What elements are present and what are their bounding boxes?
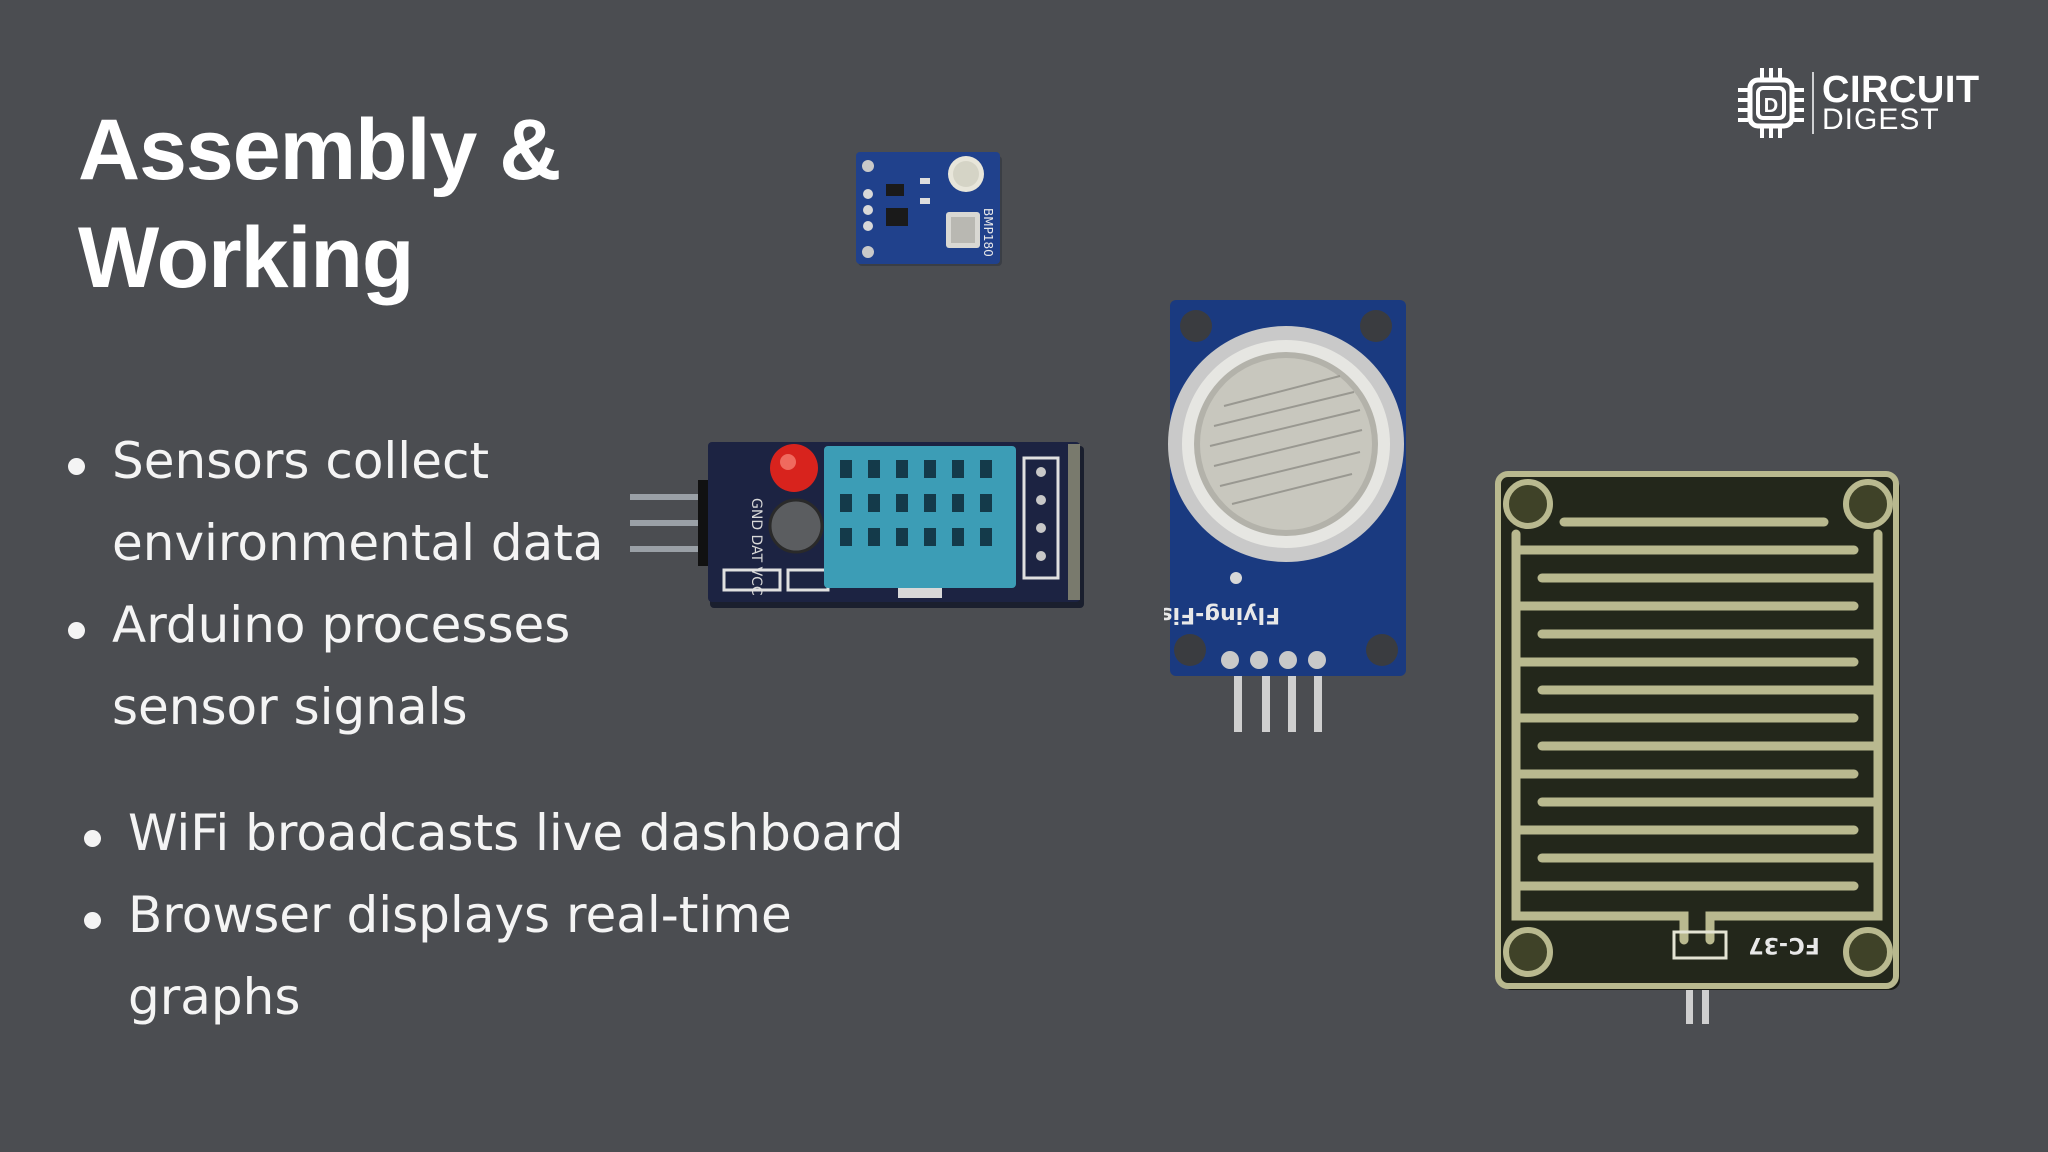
pressure-sensor-image: BMP180 <box>856 152 1002 266</box>
logo-text-circuit: CIRCUIT <box>1822 69 1980 111</box>
chip-icon: D <box>1738 68 1804 138</box>
logo-divider <box>1812 72 1814 134</box>
circuit-digest-logo: D CIRCUIT DIGEST <box>1736 66 1986 140</box>
bullet-text: WiFi broadcasts live dashboard <box>128 804 904 862</box>
bullet-dot-icon <box>68 622 85 639</box>
bullet-text: Browser displays real-time graphs <box>128 886 792 1026</box>
bullet-text: Sensors collect environmental data <box>112 432 604 572</box>
rain-sensor-image: FC-37 <box>1495 471 1900 1024</box>
svg-text:GND DAT VCC: GND DAT VCC <box>748 498 764 596</box>
svg-text:D: D <box>1764 95 1778 117</box>
dht-sensor-image: GND DAT VCC <box>630 442 1084 608</box>
bullet-item: Arduino processes sensor signals <box>68 584 632 748</box>
bullet-list-2: WiFi broadcasts live dashboard Browser d… <box>84 792 928 1038</box>
bullet-item: Sensors collect environmental data <box>68 420 632 584</box>
bullet-dot-icon <box>84 830 101 847</box>
bullet-text: Arduino processes sensor signals <box>112 596 571 736</box>
logo-text-digest: DIGEST <box>1822 103 1940 136</box>
bullet-item: Browser displays real-time graphs <box>84 874 928 1038</box>
gas-sensor-image: Flying-Fish <box>1164 300 1406 732</box>
rain-sensor-label: FC-37 <box>1748 932 1819 957</box>
pressure-sensor-label: BMP180 <box>981 208 995 257</box>
gas-sensor-label: Flying-Fish <box>1164 602 1280 627</box>
bullet-item: WiFi broadcasts live dashboard <box>84 792 928 874</box>
title-line-1: Assembly & <box>78 102 561 198</box>
slide-title: Assembly & Working <box>78 96 561 312</box>
bullet-list-1: Sensors collect environmental data Ardui… <box>68 420 632 748</box>
title-line-2: Working <box>78 210 414 306</box>
bullet-dot-icon <box>84 912 101 929</box>
bullet-dot-icon <box>68 458 85 475</box>
